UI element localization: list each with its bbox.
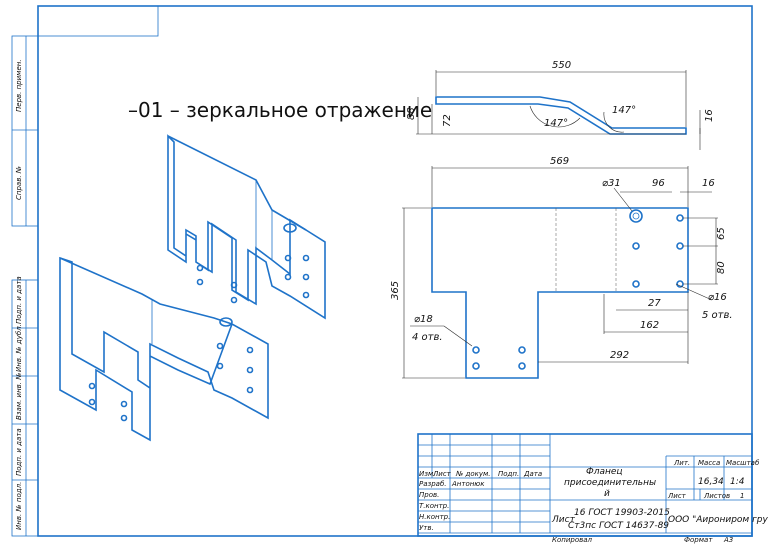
dim-162: 162 bbox=[640, 320, 659, 331]
dim-16-plan: 16 bbox=[702, 178, 715, 189]
tb-company: ООО "Аирониром групп" bbox=[668, 515, 768, 525]
side-label-1: Справ. № bbox=[15, 166, 23, 200]
corner-box bbox=[37, 5, 159, 37]
dim-d18: ⌀18 bbox=[414, 314, 433, 325]
mirror-note: –01 – зеркальное отражение bbox=[128, 98, 432, 122]
dim-88: 88 bbox=[406, 107, 417, 120]
isometric-part-upper bbox=[167, 134, 326, 320]
angle-147-a: 147° bbox=[544, 118, 568, 129]
tb-part-name-3: й bbox=[604, 489, 610, 499]
dim-5-holes: 5 отв. bbox=[702, 310, 733, 321]
drawing-frame bbox=[37, 5, 753, 537]
dim-292: 292 bbox=[610, 350, 629, 361]
tb-part-name-2: присоединительны bbox=[564, 478, 656, 488]
side-strip-bottom bbox=[11, 279, 39, 537]
tb-list: Лист bbox=[432, 470, 452, 478]
tb-sheets-label: Листов bbox=[703, 492, 730, 500]
side-label-2: Подп. и дата bbox=[15, 276, 23, 324]
tb-ncontrol: Н.контр. bbox=[419, 513, 450, 521]
tb-format-label: Формат bbox=[684, 536, 713, 544]
tb-copied: Копировал bbox=[552, 536, 593, 544]
tb-doc: № докум. bbox=[455, 470, 491, 478]
side-label-4: Взам. инв. № bbox=[15, 372, 23, 420]
tb-material-2: Ст3пс ГОСТ 14637-89 bbox=[568, 521, 669, 531]
dim-d31: ⌀31 bbox=[602, 178, 621, 189]
dim-d16: ⌀16 bbox=[708, 292, 727, 303]
tb-developer-name: Антонюк bbox=[451, 480, 485, 488]
tb-mass: 16,34 bbox=[698, 477, 724, 487]
dim-72: 72 bbox=[442, 114, 453, 127]
tb-part-name-1: Фланец bbox=[586, 467, 623, 477]
dim-569: 569 bbox=[550, 156, 569, 167]
dim-80: 80 bbox=[716, 261, 727, 274]
side-label-5: Подп. и дата bbox=[15, 428, 23, 476]
side-label-6: Инв. № подл. bbox=[15, 482, 23, 530]
tb-mass-label: Масса bbox=[698, 459, 720, 467]
tb-scale-label: Масштаб bbox=[726, 459, 760, 467]
dim-96: 96 bbox=[652, 178, 665, 189]
tb-date: Дата bbox=[523, 470, 542, 478]
dim-65: 65 bbox=[716, 227, 727, 240]
isometric-part-lower bbox=[59, 256, 269, 442]
dim-16-side: 16 bbox=[704, 109, 715, 122]
side-label-0: Перв. примен. bbox=[15, 59, 23, 112]
tb-developer: Разраб. bbox=[419, 480, 447, 488]
tb-tcontrol: Т.контр. bbox=[419, 502, 449, 510]
title-block: Изм. Лист № докум. Подп. Дата Разраб. Ан… bbox=[417, 433, 768, 544]
dim-365: 365 bbox=[390, 281, 401, 300]
tb-izm: Изм. bbox=[419, 470, 435, 478]
dim-4-holes: 4 отв. bbox=[412, 332, 443, 343]
dim-27: 27 bbox=[648, 298, 661, 309]
tb-approved: Утв. bbox=[419, 524, 434, 532]
angle-147-b: 147° bbox=[612, 105, 636, 116]
dim-550: 550 bbox=[552, 60, 571, 71]
tb-sign: Подп. bbox=[498, 470, 519, 478]
plan-view: 569 365 ⌀31 96 16 65 80 27 ⌀16 5 отв. 16… bbox=[390, 156, 733, 379]
tb-material-1: 16 ГОСТ 19903-2015 bbox=[574, 508, 670, 518]
tb-material-prefix: Лист bbox=[551, 515, 576, 525]
tb-checker: Пров. bbox=[419, 491, 439, 499]
tb-format: А3 bbox=[723, 536, 733, 544]
tb-sheets: 1 bbox=[740, 492, 744, 500]
tb-scale: 1:4 bbox=[730, 477, 745, 487]
side-label-3: Инв. № дубл. bbox=[15, 324, 23, 372]
tb-lit: Лит. bbox=[673, 459, 690, 467]
side-strip-top bbox=[11, 35, 39, 227]
side-view: 550 88 72 16 147° 147° bbox=[406, 60, 715, 150]
tb-sheet-label: Лист bbox=[667, 492, 687, 500]
